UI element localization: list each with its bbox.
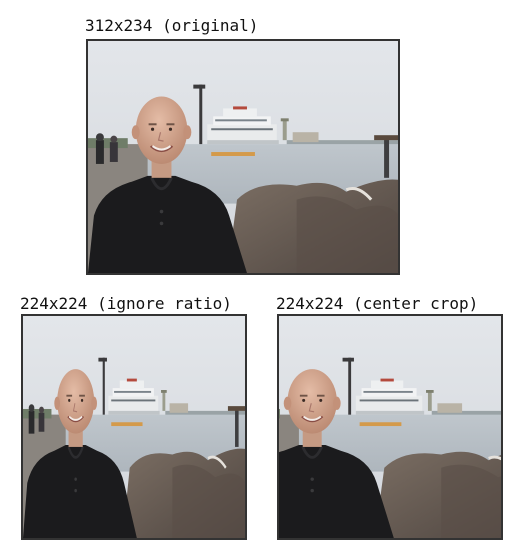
caption-ignore-ratio: 224x224 (ignore ratio) [20,294,232,313]
photo-center-crop-image [279,316,501,538]
photo-center-crop [277,314,503,540]
caption-center-crop: 224x224 (center crop) [276,294,479,313]
photo-ignore-ratio-image [23,316,245,538]
photo-ignore-ratio [21,314,247,540]
photo-original-image [88,41,398,273]
caption-original: 312x234 (original) [85,16,259,35]
photo-original [86,39,400,275]
